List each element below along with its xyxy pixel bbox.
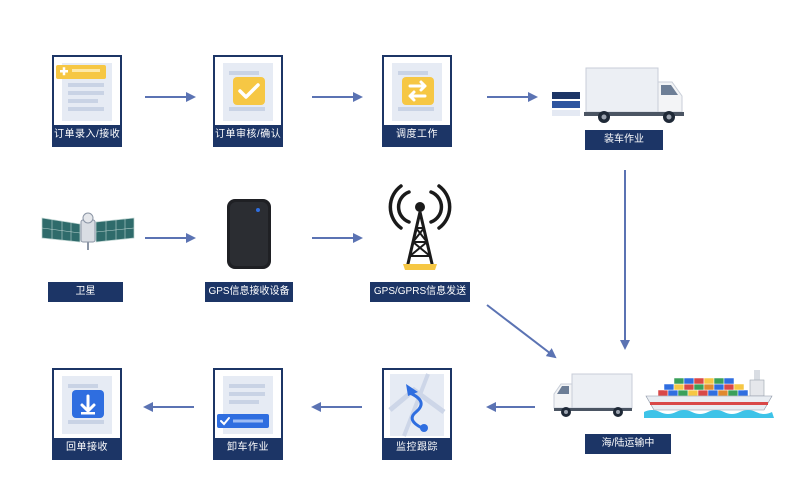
step-dispatch: 调度工作 <box>382 55 452 147</box>
map-route-icon <box>388 373 446 437</box>
label-unloading: 卸车作业 <box>215 438 281 458</box>
document-swap-icon <box>392 63 442 121</box>
truck-loading-illustration <box>552 67 684 123</box>
signal-tower-icon <box>388 184 452 270</box>
satellite-illustration <box>41 212 135 250</box>
label-satellite: 卫星 <box>48 282 123 302</box>
label-gprs-send: GPS/GPRS信息发送 <box>370 282 470 302</box>
label-gps-device: GPS信息接收设备 <box>205 282 293 302</box>
label-transport: 海/陆运输中 <box>585 434 671 454</box>
step-receipt: 回单接收 <box>52 368 122 460</box>
arrow-gprs-to-transport <box>486 304 557 359</box>
label-order-review: 订单审核/确认 <box>215 125 281 145</box>
label-order-entry: 订单录入/接收 <box>54 125 120 145</box>
step-order-review: 订单审核/确认 <box>213 55 283 147</box>
document-plus-icon <box>56 63 112 121</box>
document-check-icon <box>223 63 273 121</box>
step-order-entry: 订单录入/接收 <box>52 55 122 147</box>
step-monitor: 监控跟踪 <box>382 368 452 460</box>
document-check-icon <box>217 376 273 434</box>
step-unloading: 卸车作业 <box>213 368 283 460</box>
document-download-icon <box>62 376 112 434</box>
label-monitor: 监控跟踪 <box>384 438 450 458</box>
label-loading: 装车作业 <box>585 130 663 150</box>
cargo-ship-illustration <box>644 370 774 418</box>
label-receipt: 回单接收 <box>54 438 120 458</box>
label-dispatch: 调度工作 <box>384 125 450 145</box>
gps-device-illustration <box>227 199 271 269</box>
transport-truck-illustration <box>553 373 633 417</box>
